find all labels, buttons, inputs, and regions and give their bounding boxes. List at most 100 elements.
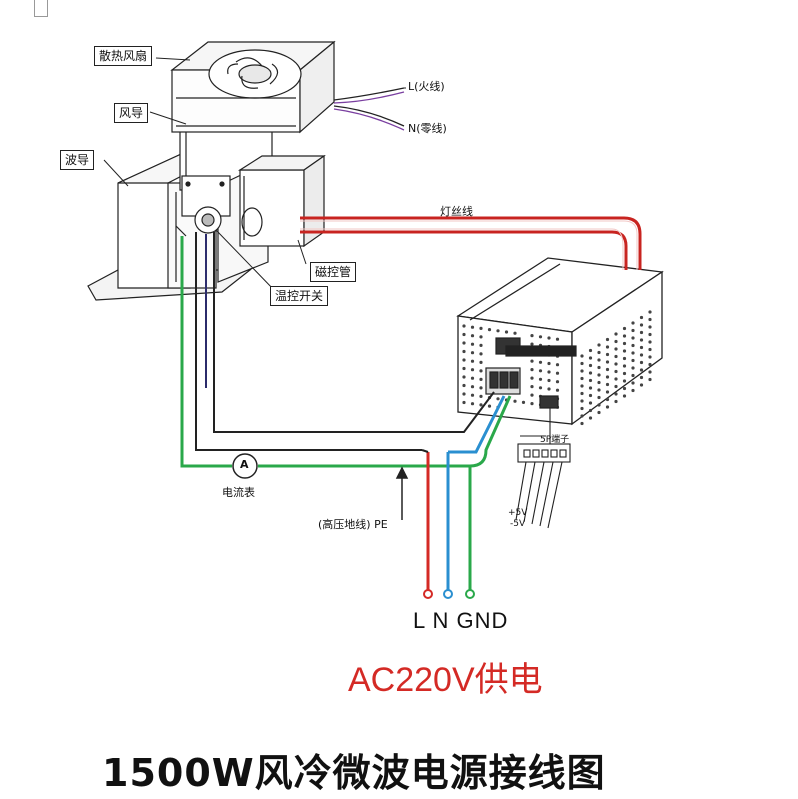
- vent-hole: [588, 348, 593, 353]
- vent-hole: [648, 362, 652, 367]
- vent-hole: [462, 375, 466, 379]
- vent-hole: [597, 350, 601, 355]
- vent-hole: [597, 395, 601, 400]
- label-fan: 散热风扇: [94, 46, 153, 66]
- vent-hole: [580, 421, 584, 426]
- vent-hole: [639, 330, 644, 335]
- vent-hole: [530, 334, 534, 338]
- vent-hole: [479, 403, 483, 407]
- vent-hole: [597, 373, 601, 377]
- vent-hole: [597, 358, 601, 362]
- vent-hole: [605, 345, 610, 349]
- vent-hole: [487, 404, 492, 408]
- label-leader-lines: [103, 57, 546, 437]
- terminal-5p: [515, 408, 571, 529]
- vent-hole: [631, 328, 635, 333]
- cooling-fan: [170, 40, 336, 134]
- vent-hole: [597, 410, 601, 415]
- vent-hole: [555, 388, 560, 392]
- vent-hole: [538, 335, 543, 339]
- vent-hole: [462, 400, 466, 405]
- vent-hole: [631, 358, 635, 363]
- vent-hole: [479, 352, 483, 356]
- vent-hole: [639, 338, 644, 342]
- supply-wires: [421, 395, 506, 590]
- vent-hole: [479, 335, 483, 339]
- vent-hole: [605, 337, 610, 342]
- vent-hole: [513, 331, 517, 335]
- vent-hole: [639, 360, 644, 365]
- label-thermostat: 温控开关: [270, 286, 329, 306]
- vent-hole: [597, 380, 601, 385]
- vent-hole: [496, 397, 500, 401]
- label-ammeter-symbol: A: [240, 458, 249, 471]
- vent-hole: [462, 332, 466, 337]
- label-minus5v: -5V: [510, 519, 526, 529]
- vent-hole: [462, 366, 466, 371]
- vent-hole: [639, 368, 644, 372]
- vent-hole: [631, 343, 635, 348]
- label-air-duct: 风导: [114, 103, 149, 123]
- vent-hole: [648, 377, 652, 382]
- vent-hole: [622, 379, 627, 383]
- vent-hole: [479, 394, 483, 398]
- vent-hole: [605, 352, 610, 357]
- vent-hole: [614, 384, 618, 389]
- vent-hole: [648, 317, 652, 322]
- vent-hole: [639, 345, 644, 350]
- vent-hole: [631, 321, 635, 325]
- vent-hole: [530, 342, 534, 346]
- vent-hole: [648, 347, 652, 352]
- label-pe-ground: (高压地线) PE: [318, 518, 388, 531]
- vent-hole: [614, 362, 618, 366]
- vent-hole: [648, 325, 652, 329]
- vent-hole: [470, 351, 475, 355]
- vent-hole: [470, 342, 475, 346]
- vent-hole: [521, 400, 526, 404]
- vent-hole: [538, 360, 543, 364]
- power-supply-vent-holes: [462, 310, 652, 426]
- label-filament-wire: 灯丝线: [440, 205, 473, 218]
- label-neutral: N(零线): [408, 122, 447, 135]
- vent-hole: [639, 353, 644, 357]
- vent-hole: [580, 399, 584, 403]
- vent-hole: [597, 388, 601, 392]
- vent-hole: [631, 388, 635, 393]
- vent-hole: [479, 360, 483, 364]
- vent-hole: [580, 361, 584, 366]
- vent-hole: [614, 392, 618, 396]
- vent-hole: [487, 328, 492, 332]
- vent-hole: [639, 323, 644, 327]
- vent-hole: [588, 371, 593, 375]
- vent-hole: [605, 367, 610, 372]
- vent-hole: [470, 393, 475, 397]
- vent-hole: [614, 377, 618, 381]
- vent-hole: [547, 387, 551, 391]
- ground-ammeter-wire: [180, 236, 512, 590]
- vent-hole: [614, 332, 618, 336]
- label-terminal-5p: 5P端子: [540, 435, 570, 445]
- vent-hole: [555, 380, 560, 384]
- vent-hole: [479, 369, 483, 373]
- magnetron-body: [237, 154, 326, 248]
- vent-hole: [479, 326, 483, 330]
- diagram-title: 1500W风冷微波电源接线图: [102, 751, 606, 795]
- vent-hole: [538, 369, 543, 373]
- vent-hole: [631, 366, 635, 370]
- vent-hole: [605, 390, 610, 394]
- vent-hole: [530, 368, 534, 372]
- supply-terminals-label: L N GND: [413, 608, 509, 633]
- vent-hole: [555, 363, 560, 367]
- vent-hole: [513, 399, 517, 403]
- vent-hole: [631, 381, 635, 385]
- vent-hole: [605, 375, 610, 379]
- vent-hole: [622, 334, 627, 338]
- vent-hole: [470, 385, 475, 389]
- vent-hole: [580, 391, 584, 396]
- vent-hole: [462, 358, 466, 362]
- thermostat-wires: [195, 232, 495, 451]
- vent-hole: [547, 378, 551, 383]
- vent-hole: [588, 356, 593, 360]
- waveguide-assembly: [87, 149, 252, 301]
- vent-hole: [479, 386, 483, 390]
